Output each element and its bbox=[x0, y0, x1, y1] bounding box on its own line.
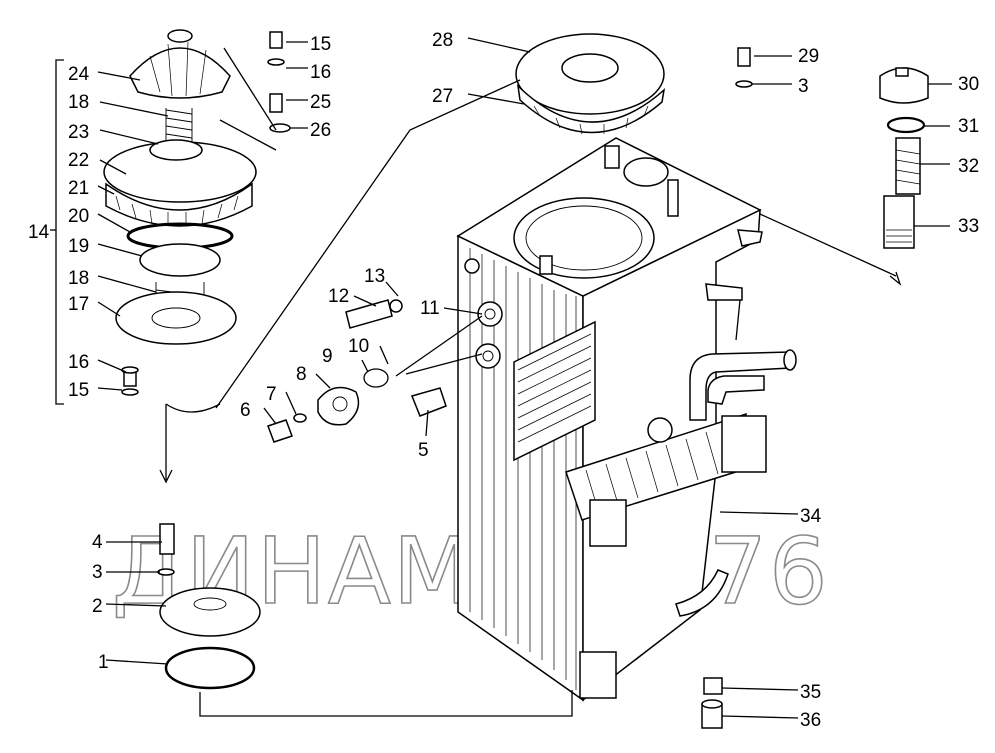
callout-16-bottom: 16 bbox=[68, 352, 89, 373]
callout-19: 19 bbox=[68, 236, 89, 257]
callout-23: 23 bbox=[68, 122, 89, 143]
callout-10: 10 bbox=[348, 336, 369, 357]
callout-31: 31 bbox=[958, 116, 979, 137]
tank-lid bbox=[515, 33, 666, 135]
callout-14: 14 bbox=[28, 222, 50, 243]
callout-8: 8 bbox=[296, 364, 307, 385]
drain-plugs bbox=[701, 677, 723, 729]
callout-26: 26 bbox=[310, 120, 331, 141]
callout-2: 2 bbox=[92, 596, 103, 617]
callout-20: 20 bbox=[68, 206, 89, 227]
filler-assembly bbox=[735, 47, 929, 249]
sensor-parts bbox=[267, 299, 447, 443]
callout-34: 34 bbox=[800, 506, 822, 527]
callout-35: 35 bbox=[800, 682, 821, 703]
callout-17: 17 bbox=[68, 294, 89, 315]
callout-29: 29 bbox=[798, 46, 819, 67]
leader-lines bbox=[50, 37, 952, 719]
callout-18-top: 18 bbox=[68, 92, 89, 113]
callout-7: 7 bbox=[266, 384, 277, 405]
bottom-cover bbox=[157, 523, 261, 690]
callout-33: 33 bbox=[958, 216, 979, 237]
callout-32: 32 bbox=[958, 156, 979, 177]
callout-6: 6 bbox=[240, 400, 251, 421]
callout-18-bottom: 18 bbox=[68, 268, 89, 289]
callout-15-bottom: 15 bbox=[68, 380, 89, 401]
filter-assembly bbox=[103, 29, 291, 396]
callout-25: 25 bbox=[310, 92, 331, 113]
callout-27: 27 bbox=[432, 86, 453, 107]
callout-16-top: 16 bbox=[310, 62, 331, 83]
callout-21: 21 bbox=[68, 178, 89, 199]
callout-3-bottom: 3 bbox=[92, 562, 103, 583]
callout-5: 5 bbox=[418, 440, 429, 461]
callout-4: 4 bbox=[92, 532, 103, 553]
callout-1: 1 bbox=[98, 652, 109, 673]
callout-labels: 1 2 3 3 4 5 6 7 8 9 10 11 12 13 14 15 15… bbox=[28, 30, 979, 731]
callout-28: 28 bbox=[432, 30, 453, 51]
callout-12: 12 bbox=[328, 286, 349, 307]
callout-13: 13 bbox=[364, 266, 385, 287]
callout-15-top: 15 bbox=[310, 34, 331, 55]
hydraulic-tank bbox=[456, 137, 797, 702]
callout-24: 24 bbox=[68, 64, 90, 85]
callout-36: 36 bbox=[800, 710, 821, 731]
callout-3-top: 3 bbox=[798, 76, 809, 97]
callout-9: 9 bbox=[322, 346, 333, 367]
callout-22: 22 bbox=[68, 150, 89, 171]
callout-11: 11 bbox=[420, 298, 440, 319]
callout-30: 30 bbox=[958, 74, 979, 95]
